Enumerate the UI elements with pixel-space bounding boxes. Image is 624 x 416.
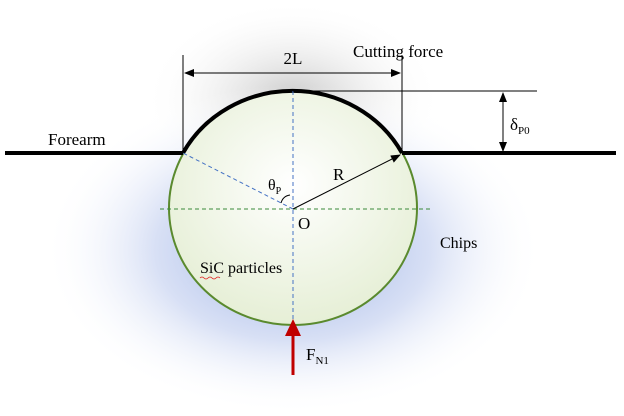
- label-forearm: Forearm: [48, 130, 106, 149]
- label-chips: Chips: [440, 235, 477, 252]
- label-delta: δP0: [510, 115, 530, 137]
- force-arrow-head: [285, 319, 301, 336]
- cut-profile-arc: [181, 88, 404, 154]
- label-2l: 2L: [284, 49, 303, 68]
- angle-arc: [280, 194, 291, 204]
- spellcheck-underline: [199, 276, 221, 280]
- label-origin: O: [298, 214, 310, 233]
- radius-arrow: [292, 154, 401, 210]
- label-theta: θP: [268, 177, 282, 197]
- label-force: FN1: [306, 345, 329, 367]
- label-sic-particles: SiC particles: [200, 260, 282, 277]
- label-radius: R: [333, 165, 345, 184]
- label-cutting-force: Cutting force: [353, 42, 443, 61]
